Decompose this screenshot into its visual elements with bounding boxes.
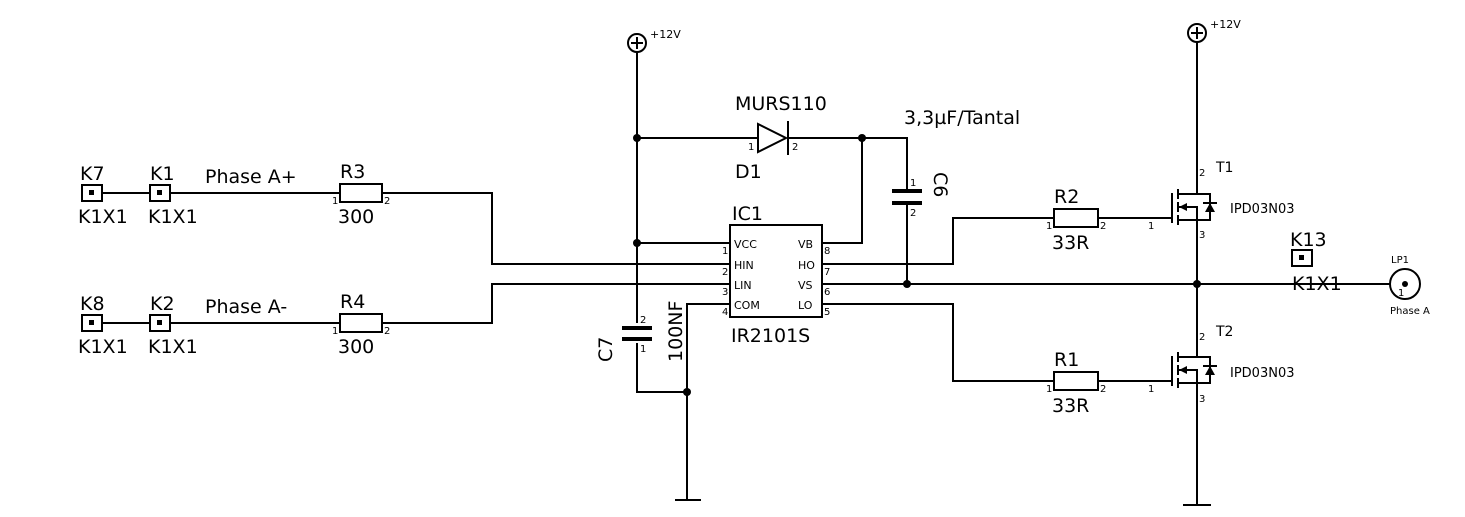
ic-pin-number: 4 — [722, 307, 728, 318]
pin-number: 1 — [1148, 384, 1154, 395]
capacitor-c7: 2 1 C7 100NF — [595, 301, 687, 362]
mosfet-t1-value: IPD03N03 — [1230, 202, 1295, 217]
connector-k2: K2 K1X1 — [148, 293, 198, 358]
ic-pin-name: COM — [734, 299, 760, 312]
ic-pin-name: VCC — [734, 238, 757, 251]
ic-pin-number: 7 — [824, 267, 830, 278]
ic-pin-name: LO — [798, 299, 813, 312]
mosfet-t2-ref: T2 — [1215, 324, 1233, 340]
ic-value: IR2101S — [731, 325, 810, 347]
output-terminal-lp1: LP1 1 Phase A — [1389, 255, 1430, 317]
pin-number: 1 — [910, 178, 916, 189]
pin-number: 1 — [1148, 221, 1154, 232]
connector-k8: K8 K1X1 — [78, 293, 128, 358]
supply-right: +12V — [1187, 18, 1241, 43]
pin-number: 2 — [792, 142, 798, 153]
pin-number: 2 — [384, 326, 390, 337]
resistor-r3: 1 2 R3 300 — [332, 161, 390, 228]
resistor-r2-value: 33R — [1052, 232, 1089, 254]
net-label-phase-a-minus: Phase A- — [205, 296, 287, 318]
resistor-r4: 1 2 R4 300 — [332, 291, 390, 358]
pin-number: 1 — [332, 326, 338, 337]
diode-d1-value: MURS110 — [735, 93, 827, 115]
connector-k7-value: K1X1 — [78, 206, 128, 228]
ic-pin-number: 5 — [824, 307, 830, 318]
pin-number: 3 — [1199, 230, 1205, 241]
diode-d1: 1 2 MURS110 D1 — [735, 93, 827, 183]
mosfet-t2-value: IPD03N03 — [1230, 366, 1295, 381]
pin-number: 2 — [384, 196, 390, 207]
supply-left: +12V — [627, 28, 681, 53]
pin-number: 2 — [640, 315, 646, 326]
output-label: Phase A — [1390, 306, 1430, 317]
ic-ir2101s: IC1 IR2101S VCC HIN LIN COM 1 2 3 4 VB H… — [719, 203, 830, 347]
connector-k13: K13 K1X1 — [1290, 229, 1342, 295]
output-ref: LP1 — [1391, 255, 1409, 266]
ic-pin-number: 3 — [722, 287, 728, 298]
ic-pin-number: 2 — [722, 267, 728, 278]
connector-k13-ref: K13 — [1290, 229, 1327, 251]
connector-k2-value: K1X1 — [148, 336, 198, 358]
connector-k13-value: K1X1 — [1292, 273, 1342, 295]
connector-k8-ref: K8 — [80, 293, 105, 315]
ic-pin-name: HO — [798, 259, 815, 272]
pin-number: 1 — [1046, 384, 1052, 395]
capacitor-c6-value: 3,3µF/Tantal — [904, 107, 1020, 129]
pin-number: 2 — [1100, 384, 1106, 395]
wires — [103, 41, 1391, 506]
ic-pin-name: HIN — [734, 259, 754, 272]
resistor-r4-ref: R4 — [340, 291, 365, 313]
connector-k2-ref: K2 — [150, 293, 175, 315]
capacitor-c6-ref: C6 — [929, 172, 951, 197]
net-label-phase-a-plus: Phase A+ — [205, 166, 297, 188]
ic-pin-name: VS — [798, 279, 813, 292]
mosfet-t2: 1 2 3 T2 IPD03N03 — [1148, 324, 1295, 405]
diode-d1-ref: D1 — [735, 161, 762, 183]
ic-pin-name: LIN — [734, 279, 752, 292]
mosfet-t1: 1 2 3 T1 IPD03N03 — [1148, 160, 1295, 241]
pin-number: 2 — [1199, 332, 1205, 343]
resistor-r2: 1 2 R2 33R — [1046, 186, 1106, 254]
junctions — [633, 134, 1201, 396]
connector-k8-value: K1X1 — [78, 336, 128, 358]
mosfet-t1-ref: T1 — [1215, 160, 1233, 176]
pin-number: 1 — [1398, 288, 1404, 299]
pin-number: 1 — [748, 142, 754, 153]
connector-k1-value: K1X1 — [148, 206, 198, 228]
pin-number: 1 — [332, 196, 338, 207]
pin-number: 3 — [1199, 394, 1205, 405]
capacitor-c7-value: 100NF — [665, 301, 687, 362]
pin-number: 1 — [1046, 221, 1052, 232]
pin-number: 2 — [1199, 168, 1205, 179]
resistor-r3-ref: R3 — [340, 161, 365, 183]
resistor-r2-ref: R2 — [1054, 186, 1079, 208]
supply-left-label: +12V — [650, 28, 681, 41]
connector-k1: K1 K1X1 — [148, 163, 198, 228]
ic-ref: IC1 — [732, 203, 763, 225]
supply-right-label: +12V — [1210, 18, 1241, 31]
resistor-r3-value: 300 — [338, 206, 374, 228]
capacitor-c6: 1 2 3,3µF/Tantal C6 — [892, 107, 1020, 219]
resistor-r1-ref: R1 — [1054, 349, 1079, 371]
resistor-r1-value: 33R — [1052, 395, 1089, 417]
ic-pin-name: VB — [798, 238, 813, 251]
ic-pin-number: 1 — [722, 246, 728, 257]
ic-pin-number: 6 — [824, 287, 830, 298]
connector-k7: K7 K1X1 — [78, 163, 128, 228]
capacitor-c7-ref: C7 — [595, 337, 617, 362]
resistor-r1: 1 2 R1 33R — [1046, 349, 1106, 417]
resistor-r4-value: 300 — [338, 336, 374, 358]
connector-k1-ref: K1 — [150, 163, 175, 185]
pin-number: 2 — [910, 208, 916, 219]
pin-number: 1 — [640, 344, 646, 355]
connector-k7-ref: K7 — [80, 163, 105, 185]
pin-number: 2 — [1100, 221, 1106, 232]
ic-pin-number: 8 — [824, 246, 830, 257]
